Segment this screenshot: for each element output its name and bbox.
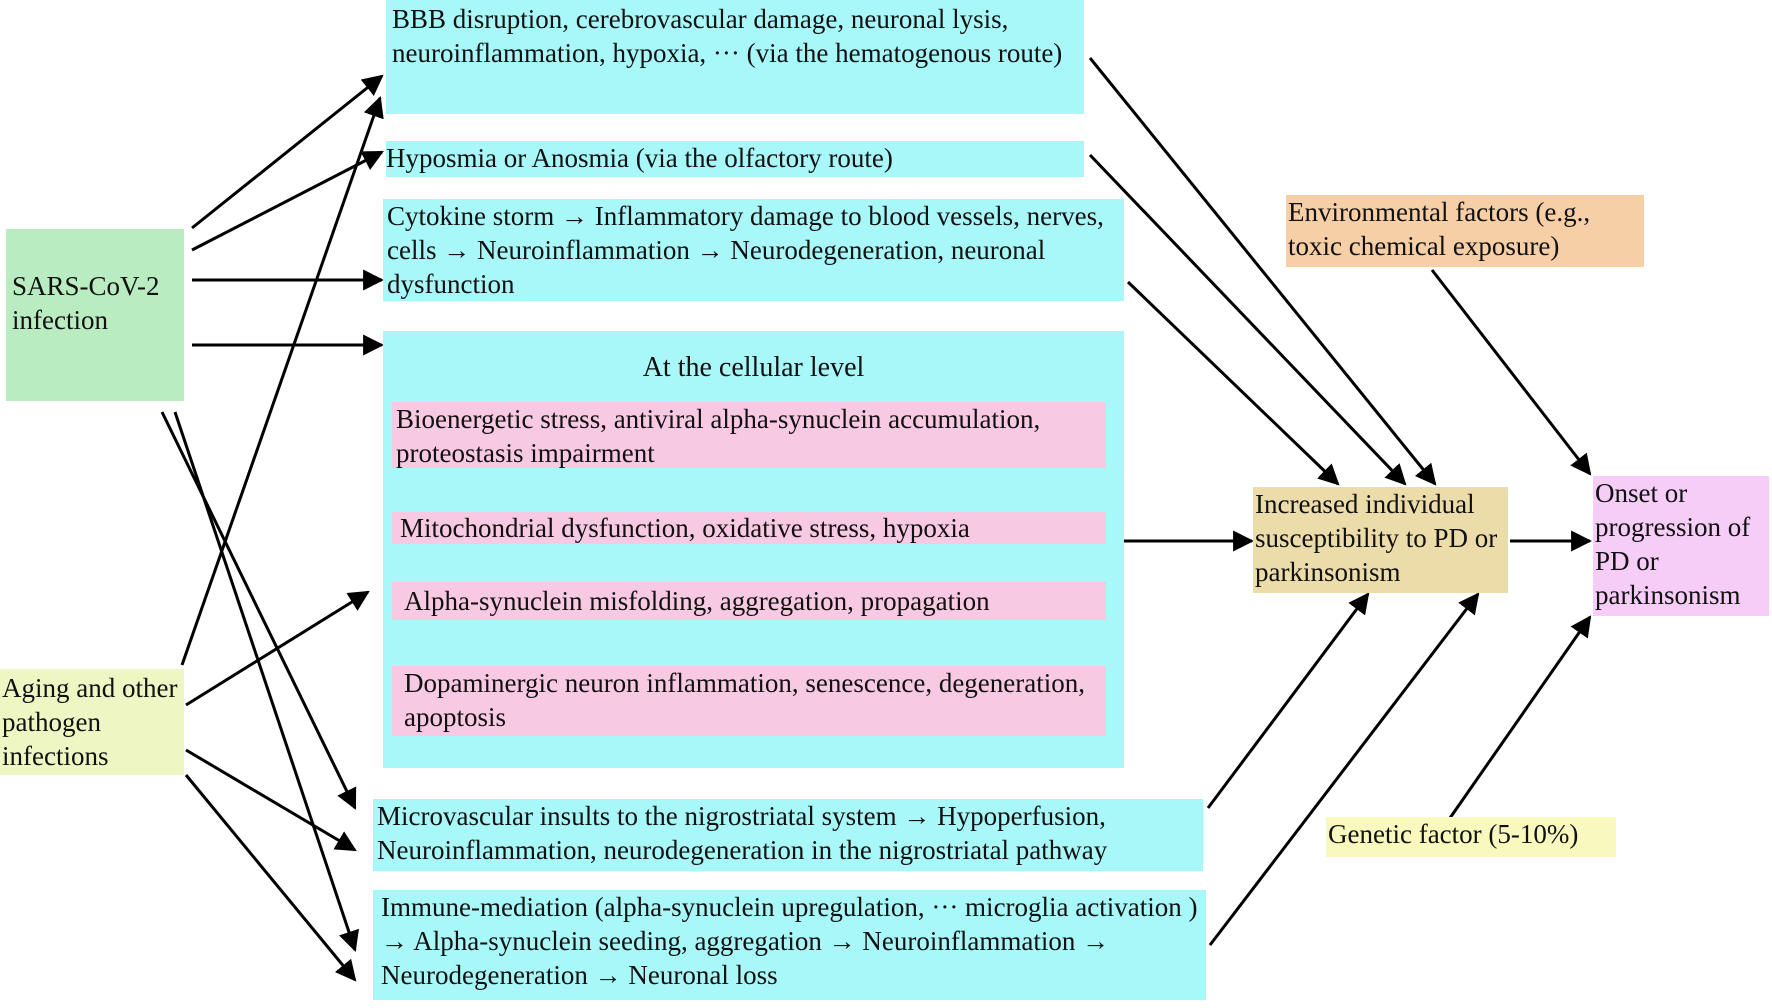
onset-progression-box: Onset or progression of PD or parkinsoni… [1593, 476, 1769, 616]
arrow-sars-to-microvascular [160, 411, 357, 810]
arrow-environmental-to-onset [1430, 269, 1592, 476]
microvascular-insults-box: Microvascular insults to the nigrostriat… [373, 799, 1203, 871]
bbb-disruption-text: BBB disruption, cerebrovascular damage, … [392, 4, 1063, 68]
olfactory-route-box: Hyposmia or Anosmia (via the olfactory r… [386, 141, 1084, 177]
aging-pathogen-text: Aging and other pathogen infections [2, 673, 178, 771]
arrow-genetic-to-onset [1448, 615, 1592, 819]
cytokine-storm-text: Cytokine storm → Inflammatory damage to … [387, 201, 1104, 299]
arrow-sars-to-bbb [191, 74, 384, 230]
bbb-disruption-box: BBB disruption, cerebrovascular damage, … [386, 0, 1084, 114]
sars-cov-2-infection-text: SARS-CoV-2 infection [12, 271, 160, 335]
arrow-cytokine-to-susceptibility [1126, 280, 1340, 486]
arrow-microvascular-to-susceptibility [1206, 592, 1370, 809]
increased-susceptibility-text: Increased individual susceptibility to P… [1255, 489, 1498, 587]
cellular-step-4: Dopaminergic neuron inflammation, senesc… [392, 666, 1106, 736]
cellular-step-2: Mitochondrial dysfunction, oxidative str… [392, 512, 1106, 544]
arrow-bbb-to-susceptibility [1088, 57, 1437, 486]
arrow-sars-to-immune [173, 411, 359, 952]
genetic-factor-text: Genetic factor (5-10%) [1328, 819, 1579, 849]
genetic-factor-box: Genetic factor (5-10%) [1326, 817, 1616, 857]
cellular-level-title: At the cellular level [642, 352, 865, 383]
arrow-aging-to-cellular [185, 590, 370, 707]
sars-cov-2-infection-box: SARS-CoV-2 infection [6, 229, 184, 401]
immune-mediation-text: Immune-mediation (alpha-synuclein upregu… [381, 892, 1198, 990]
increased-susceptibility-box: Increased individual susceptibility to P… [1253, 487, 1508, 593]
microvascular-insults-text: Microvascular insults to the nigrostriat… [377, 801, 1108, 865]
cellular-step-1: Bioenergetic stress, antiviral alpha-syn… [392, 402, 1106, 468]
arrow-sars-to-olfactory [191, 150, 384, 252]
arrow-aging-to-microvascular [185, 748, 357, 852]
aging-pathogen-box: Aging and other pathogen infections [0, 669, 184, 775]
onset-progression-text: Onset or progression of PD or parkinsoni… [1595, 478, 1751, 610]
arrow-olfactory-to-susceptibility [1088, 153, 1407, 486]
arrow-immune-to-susceptibility [1208, 592, 1480, 946]
cellular-step-3: Alpha-synuclein misfolding, aggregation,… [392, 582, 1106, 620]
immune-mediation-box: Immune-mediation (alpha-synuclein upregu… [373, 890, 1206, 1000]
olfactory-route-text: Hyposmia or Anosmia (via the olfactory r… [386, 143, 893, 173]
arrow-aging-to-immune [184, 774, 357, 982]
arrow-aging-to-bbb [180, 96, 384, 666]
environmental-factors-box: Environmental factors (e.g., toxic chemi… [1286, 195, 1644, 267]
cytokine-storm-box: Cytokine storm → Inflammatory damage to … [383, 199, 1124, 301]
environmental-factors-text: Environmental factors (e.g., toxic chemi… [1288, 197, 1591, 261]
